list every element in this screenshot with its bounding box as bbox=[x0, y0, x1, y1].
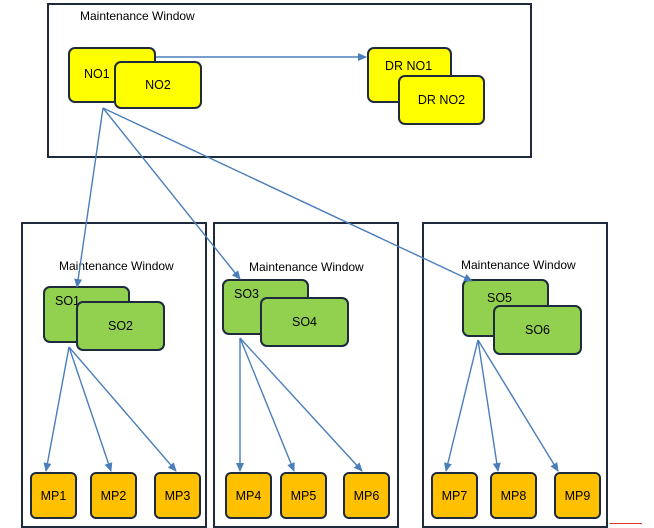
arrow-so5-to-mp9 bbox=[477, 339, 559, 472]
node-no1-label: NO1 bbox=[84, 67, 110, 81]
arrow-no-to-so1 bbox=[74, 107, 104, 288]
node-so2-label: SO2 bbox=[107, 319, 133, 333]
node-dr-no1-label: DR NO1 bbox=[385, 59, 433, 73]
window-1-title: Maintenance Window bbox=[59, 259, 174, 273]
node-so5-label: SO5 bbox=[487, 291, 513, 305]
node-mp8-label: MP8 bbox=[500, 488, 527, 503]
node-so1-label: SO1 bbox=[55, 294, 81, 308]
node-no2-label: NO2 bbox=[145, 78, 171, 92]
arrow-so3-to-mp6 bbox=[239, 337, 363, 472]
node-mp7: MP7 bbox=[431, 472, 478, 519]
top-window-title: Maintenance Window bbox=[80, 9, 195, 23]
node-mp4-label: MP4 bbox=[235, 488, 262, 503]
red-underline-mark bbox=[610, 523, 642, 524]
arrow-so3-to-mp5 bbox=[239, 337, 295, 472]
arrow-so5-to-mp8 bbox=[477, 339, 501, 472]
node-so6-label: SO6 bbox=[524, 323, 550, 337]
window-2-title: Maintenance Window bbox=[249, 260, 364, 274]
node-mp3-label: MP3 bbox=[164, 488, 191, 503]
node-mp9: MP9 bbox=[554, 472, 601, 519]
arrow-no-to-so5 bbox=[102, 107, 473, 282]
node-so2: SO2 bbox=[76, 301, 165, 351]
node-mp7-label: MP7 bbox=[441, 488, 468, 503]
arrow-so1-to-mp3 bbox=[68, 346, 177, 472]
node-mp2: MP2 bbox=[90, 472, 137, 519]
node-mp1-label: MP1 bbox=[40, 488, 67, 503]
node-mp5: MP5 bbox=[280, 472, 327, 519]
node-mp6-label: MP6 bbox=[353, 488, 380, 503]
node-dr-no2: DR NO2 bbox=[398, 75, 485, 125]
node-mp1: MP1 bbox=[30, 472, 77, 519]
arrow-so5-to-mp7 bbox=[444, 339, 479, 472]
arrow-so1-to-mp2 bbox=[68, 346, 113, 472]
node-mp8: MP8 bbox=[490, 472, 537, 519]
window-3-title: Maintenance Window bbox=[461, 258, 576, 272]
node-dr-no2-label: DR NO2 bbox=[417, 93, 466, 107]
arrow-so1-to-mp1 bbox=[43, 346, 70, 472]
node-so6: SO6 bbox=[493, 305, 582, 355]
node-mp4: MP4 bbox=[225, 472, 272, 519]
node-no2: NO2 bbox=[114, 61, 202, 109]
node-mp6: MP6 bbox=[343, 472, 390, 519]
node-mp2-label: MP2 bbox=[100, 488, 127, 503]
arrow-no-to-so3 bbox=[102, 107, 241, 280]
node-so4: SO4 bbox=[260, 297, 349, 347]
node-mp3: MP3 bbox=[154, 472, 201, 519]
node-so4-label: SO4 bbox=[291, 315, 317, 329]
node-mp5-label: MP5 bbox=[290, 488, 317, 503]
node-mp9-label: MP9 bbox=[564, 488, 591, 503]
node-so3-label: SO3 bbox=[234, 287, 260, 301]
